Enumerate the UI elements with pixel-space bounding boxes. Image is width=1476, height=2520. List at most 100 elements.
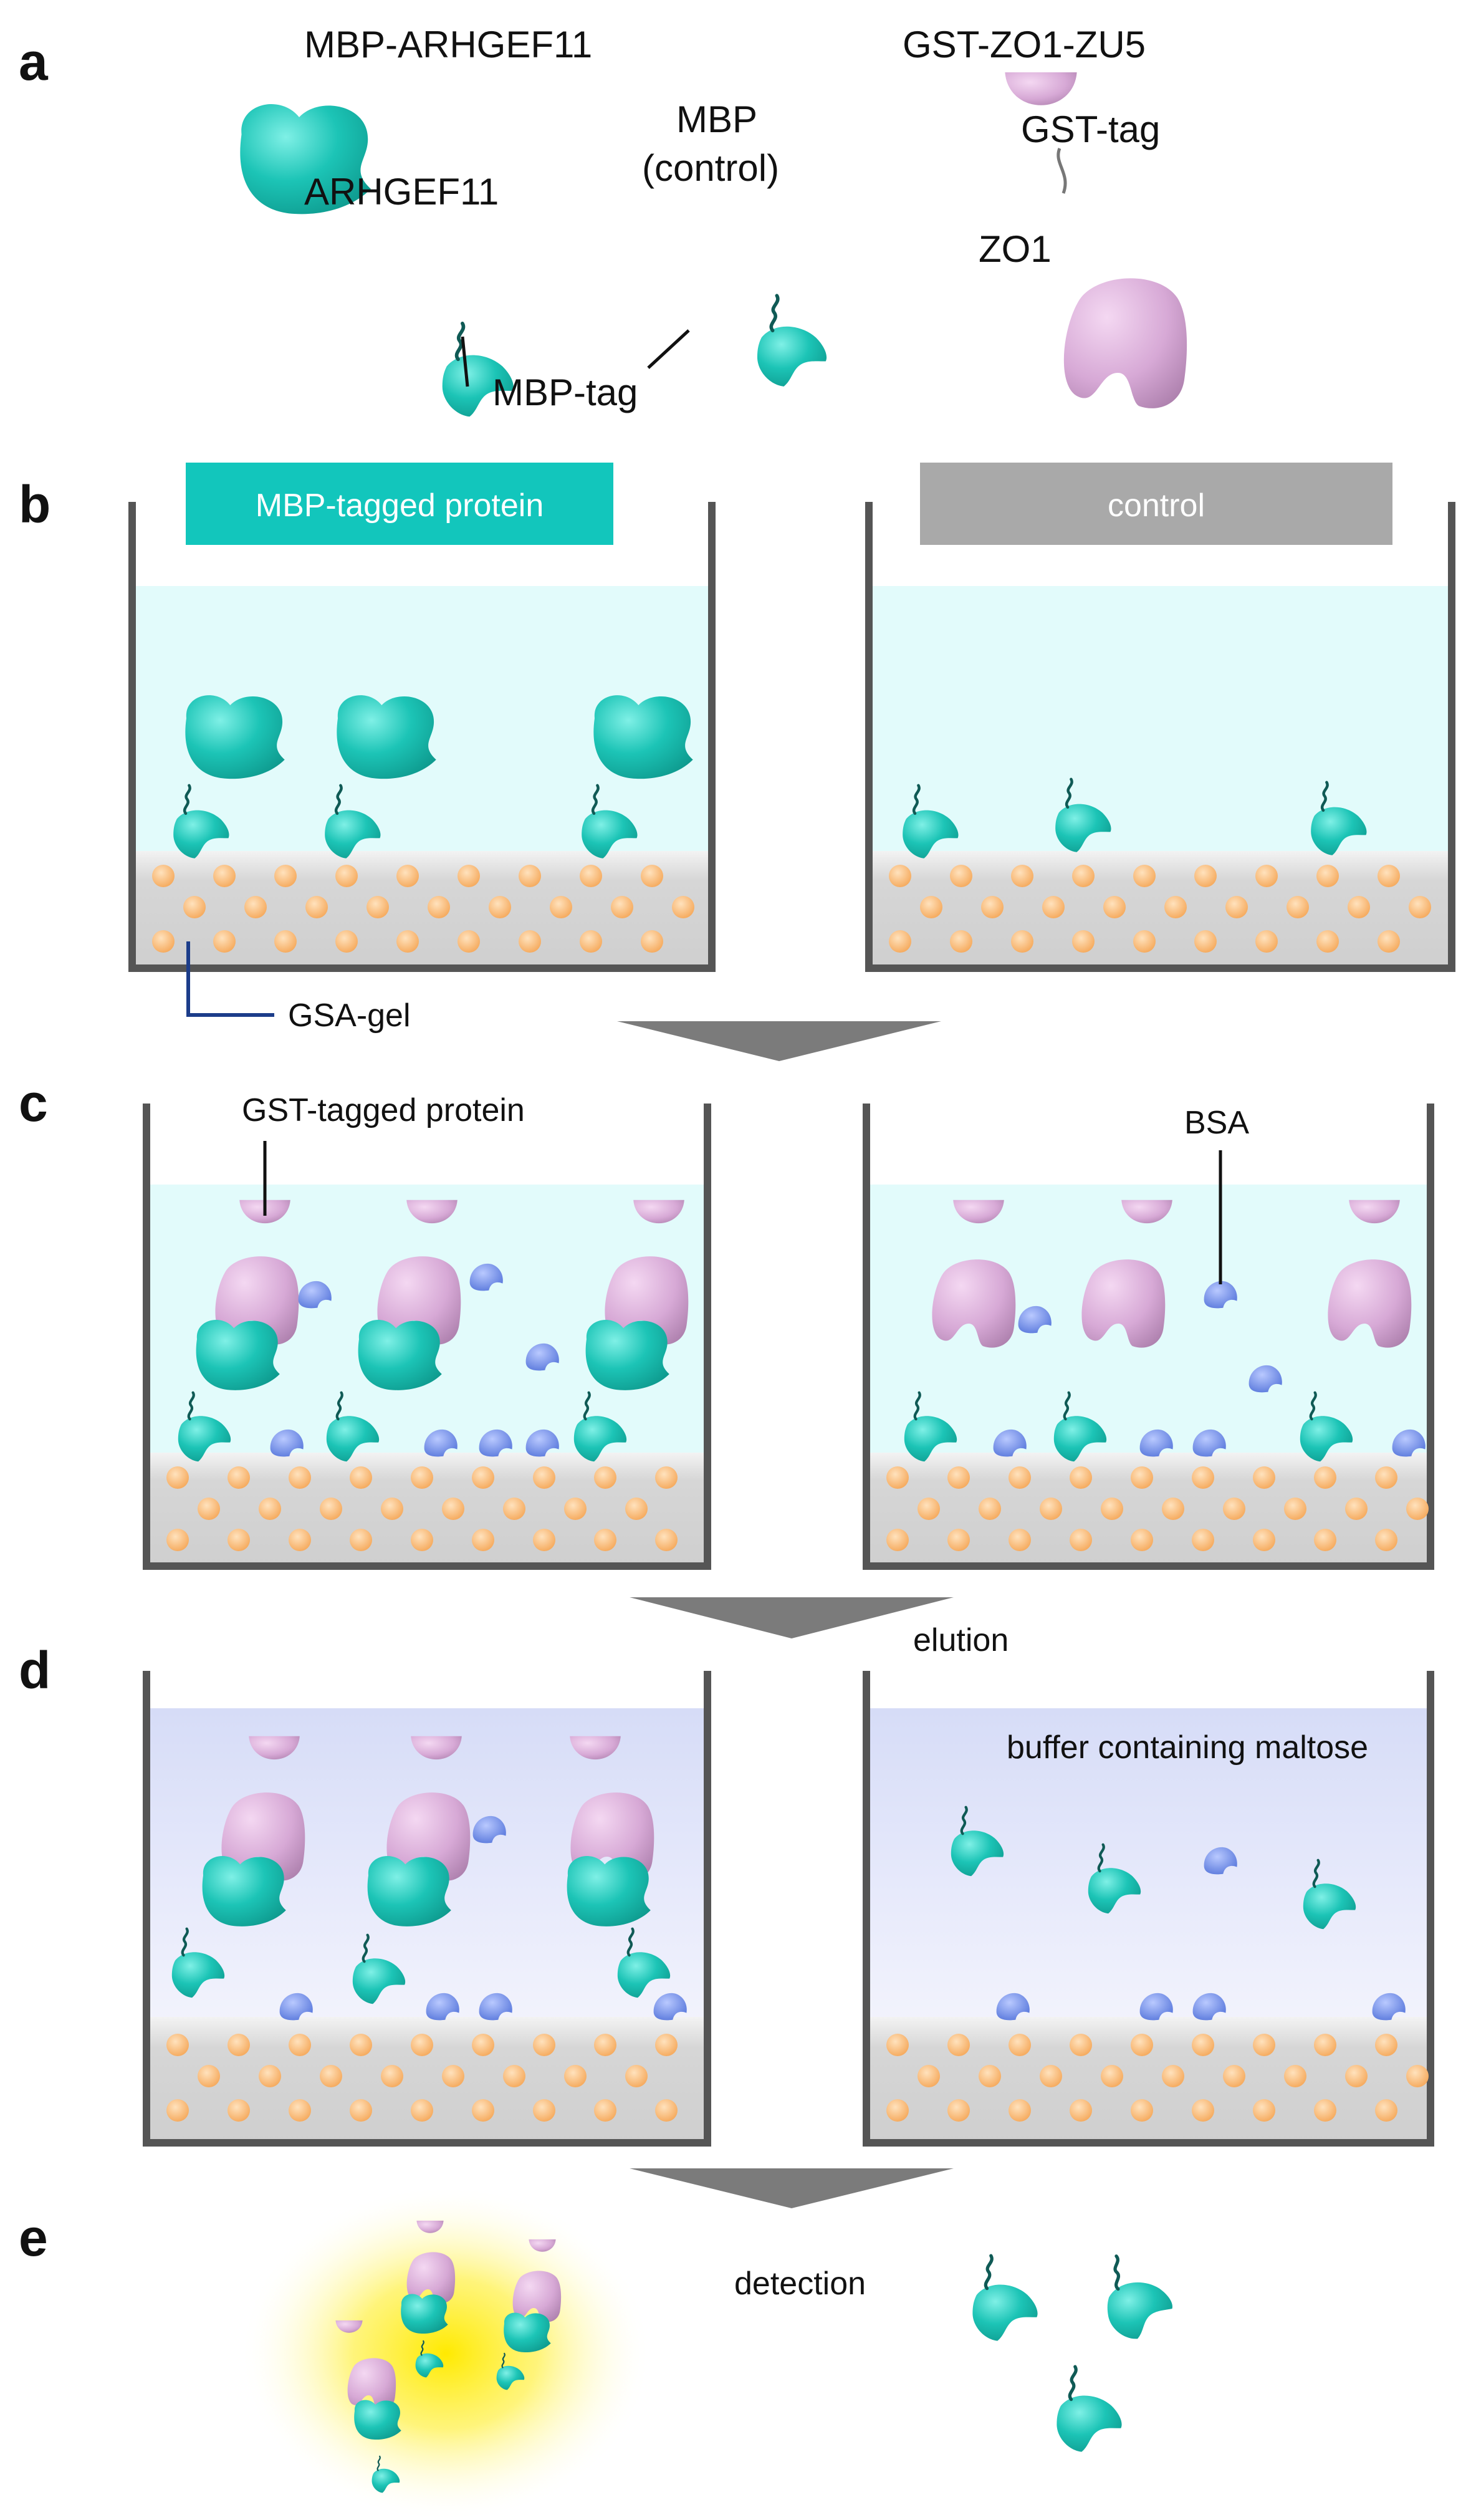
gel-bead bbox=[1131, 2099, 1153, 2122]
detection-label: detection bbox=[734, 2266, 866, 2302]
gel-bead bbox=[1225, 896, 1248, 918]
gel-bead bbox=[1072, 930, 1095, 953]
gel-bead bbox=[1287, 896, 1309, 918]
gel-bead bbox=[381, 2065, 403, 2087]
banner-control bbox=[920, 463, 1392, 545]
gel-bead bbox=[320, 2065, 342, 2087]
gel-bead bbox=[411, 1466, 433, 1489]
gel-bead bbox=[886, 2034, 909, 2056]
gel-bead bbox=[979, 1498, 1001, 1520]
gel-bead bbox=[1011, 865, 1033, 887]
gel-bead bbox=[1131, 2034, 1153, 2056]
gel-bead bbox=[981, 896, 1004, 918]
gel-bead bbox=[1223, 1498, 1245, 1520]
gel-bead bbox=[198, 1498, 220, 1520]
gel-bead bbox=[1406, 1498, 1429, 1520]
gel-bead bbox=[228, 2034, 250, 2056]
gel-bead bbox=[274, 930, 297, 953]
gel-bead bbox=[396, 930, 419, 953]
panel-letter-a: a bbox=[19, 32, 49, 91]
gel-bead bbox=[1253, 1529, 1275, 1551]
gel-bead bbox=[442, 1498, 464, 1520]
panel-c: c bbox=[19, 1074, 1434, 1570]
gel-bead bbox=[655, 2034, 678, 2056]
gel-bead bbox=[489, 896, 511, 918]
gel-bead bbox=[396, 865, 419, 887]
gel-bead bbox=[1070, 2099, 1092, 2122]
zo1-label: ZO1 bbox=[979, 228, 1052, 270]
gel-bead bbox=[533, 2034, 555, 2056]
gsa-gel-label: GSA-gel bbox=[288, 998, 411, 1034]
gel-bead bbox=[886, 1529, 909, 1551]
gel-bead bbox=[335, 930, 358, 953]
gel-bead bbox=[580, 865, 602, 887]
gel-bead bbox=[519, 865, 541, 887]
gel-bead bbox=[1378, 865, 1400, 887]
gel-bead bbox=[1316, 865, 1339, 887]
gel-bead bbox=[655, 2099, 678, 2122]
gel-bead bbox=[350, 1466, 372, 1489]
gel-bead bbox=[458, 865, 480, 887]
gel-bead bbox=[411, 2034, 433, 2056]
gsa-gel-leader bbox=[186, 941, 274, 1017]
gel-bead bbox=[1162, 1498, 1184, 1520]
zo1-shape bbox=[1063, 278, 1187, 408]
step-arrow-1 bbox=[617, 1021, 941, 1061]
gel-bead bbox=[1133, 865, 1156, 887]
gel-bead bbox=[472, 1466, 494, 1489]
banner-mbp-tagged-protein bbox=[186, 463, 613, 545]
gel-bead bbox=[213, 930, 236, 953]
gel-bead bbox=[594, 2034, 616, 2056]
gel-bead bbox=[1375, 2099, 1397, 2122]
gel-bead bbox=[611, 896, 633, 918]
gel-bead bbox=[411, 2099, 433, 2122]
gel-bead bbox=[305, 896, 328, 918]
gel-bead bbox=[920, 896, 942, 918]
gel-bead bbox=[1009, 1466, 1031, 1489]
gel-bead bbox=[1253, 2034, 1275, 2056]
elution-label: elution bbox=[913, 1622, 1009, 1658]
gel-bead bbox=[1133, 930, 1156, 953]
gel-bead bbox=[655, 1466, 678, 1489]
gst-linker bbox=[1057, 148, 1067, 194]
gel-bead bbox=[1070, 2034, 1092, 2056]
gel-bead bbox=[1131, 1466, 1153, 1489]
gel-bead bbox=[533, 1466, 555, 1489]
gel-bead bbox=[564, 2065, 587, 2087]
gel-bead bbox=[472, 2099, 494, 2122]
gel-bead bbox=[1101, 1498, 1123, 1520]
maltose-buffer-label: buffer containing maltose bbox=[1007, 1729, 1368, 1766]
gel-bead bbox=[1314, 1529, 1336, 1551]
gel-bead bbox=[1406, 2065, 1429, 2087]
gel-bead bbox=[198, 2065, 220, 2087]
gel-bead bbox=[1314, 1466, 1336, 1489]
gel-bead bbox=[259, 2065, 281, 2087]
gel-bead bbox=[655, 1529, 678, 1551]
gel-bead bbox=[533, 2099, 555, 2122]
gel-bead bbox=[886, 1466, 909, 1489]
gel-bead bbox=[1070, 1466, 1092, 1489]
gst-tag-label: GST-tag bbox=[1021, 108, 1160, 150]
gel-bead bbox=[289, 1529, 311, 1551]
gel-bead bbox=[1375, 1529, 1397, 1551]
gel-bead bbox=[1164, 896, 1187, 918]
gel-bead bbox=[228, 1529, 250, 1551]
panel-b: b MBP-tagged protein control bbox=[19, 463, 1455, 1034]
gel-bead bbox=[1409, 896, 1431, 918]
gel-bead bbox=[950, 865, 972, 887]
gel-bead bbox=[1255, 865, 1278, 887]
gel-bead bbox=[1070, 1529, 1092, 1551]
gel-bead bbox=[594, 1466, 616, 1489]
gel-bead bbox=[166, 2099, 189, 2122]
gel-bead bbox=[533, 1529, 555, 1551]
gel-bead bbox=[550, 896, 572, 918]
gel-bead bbox=[1314, 2099, 1336, 2122]
gel-bead bbox=[442, 2065, 464, 2087]
gel-bead bbox=[1253, 2099, 1275, 2122]
gel-bead bbox=[1284, 1498, 1306, 1520]
gel-bead bbox=[1194, 930, 1217, 953]
gel-bead bbox=[1345, 1498, 1368, 1520]
panel-letter-e: e bbox=[19, 2208, 48, 2267]
panel-letter-c: c bbox=[19, 1074, 48, 1132]
